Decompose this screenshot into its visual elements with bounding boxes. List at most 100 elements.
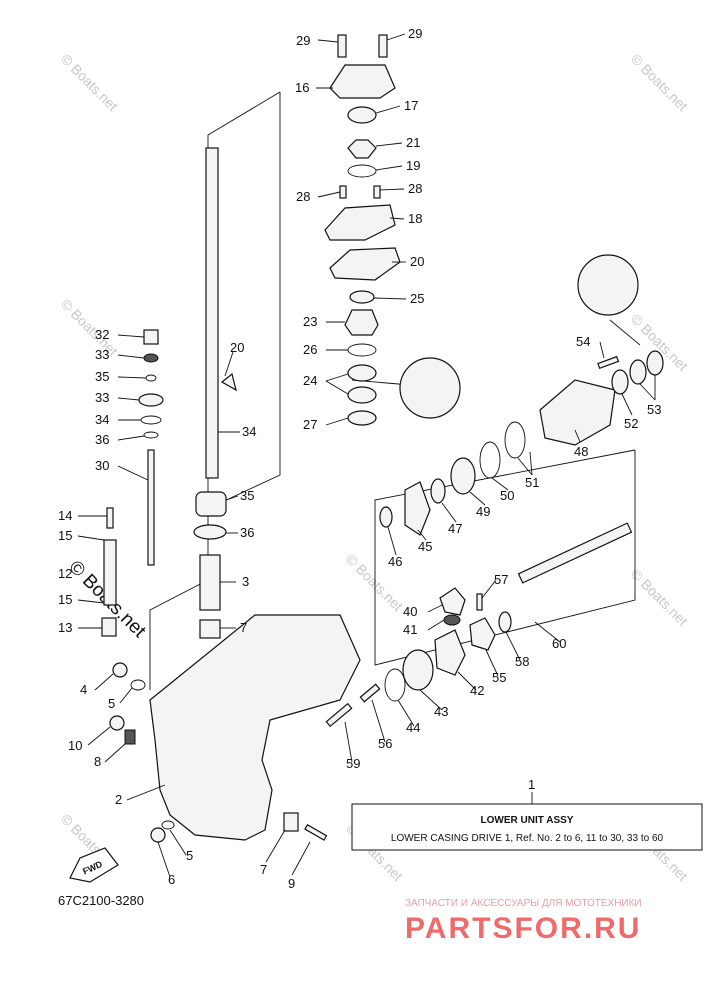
callout: 33	[95, 347, 109, 362]
callout: 14	[58, 508, 72, 523]
callout: 47	[448, 521, 462, 536]
pipe-12	[103, 539, 117, 606]
bearing-43	[402, 649, 434, 691]
callout: 29	[408, 26, 422, 41]
callout: 29	[296, 33, 310, 48]
drive-shaft	[205, 147, 219, 479]
spring-56	[359, 683, 381, 703]
fwd-arrow-icon	[69, 847, 119, 883]
nut-41	[443, 614, 461, 626]
callout: 46	[388, 554, 402, 569]
callout: 32	[95, 327, 109, 342]
plug-6	[150, 827, 166, 843]
callout: 25	[410, 291, 424, 306]
o-ring-26	[347, 343, 377, 357]
callout: 40	[403, 604, 417, 619]
gear-45	[404, 481, 431, 536]
o-ring-36	[143, 431, 159, 439]
callout: 33	[95, 390, 109, 405]
assembly-box: 1 LOWER UNIT ASSY LOWER CASING DRIVE 1, …	[351, 777, 703, 851]
bolt-9	[304, 823, 328, 841]
seal-53-b	[646, 350, 664, 376]
callout: 12	[58, 566, 72, 581]
bearing-49	[450, 457, 476, 495]
callout: 54	[576, 334, 590, 349]
callout: 5	[186, 848, 193, 863]
shift-rod-group	[101, 329, 164, 637]
shim-47	[430, 478, 446, 504]
assembly-title: LOWER UNIT ASSY	[481, 815, 574, 826]
callout: 16	[295, 80, 309, 95]
callout: 7	[240, 620, 247, 635]
bearing-52	[611, 369, 629, 395]
callout: 15	[58, 528, 72, 543]
brand-tagline: ЗАПЧАСТИ И АКСЕССУАРЫ ДЛЯ МОТОТЕХНИКИ	[405, 898, 642, 909]
callout: 43	[434, 704, 448, 719]
watermark: © Boats.net	[628, 51, 691, 114]
watermark: © Boats.net	[628, 566, 691, 629]
nut-32	[143, 353, 159, 363]
gearcase-group	[325, 254, 664, 728]
washer-5-upper	[130, 679, 146, 691]
callout: 20	[410, 254, 424, 269]
callout: 10	[68, 738, 82, 753]
assembly-ref-number: 1	[528, 777, 535, 792]
callout: 42	[470, 683, 484, 698]
assembly-box-frame	[351, 803, 703, 851]
plunger-59	[325, 702, 353, 728]
callout: 13	[58, 620, 72, 635]
callout: 34	[242, 424, 256, 439]
shim-46	[379, 506, 393, 528]
sleeve-3	[199, 554, 221, 611]
shim-44	[384, 668, 406, 702]
outer-plate	[324, 204, 396, 241]
callout: 35	[95, 369, 109, 384]
brand-block: ЗАПЧАСТИ И АКСЕССУАРЫ ДЛЯ МОТОТЕХНИКИ PA…	[405, 898, 642, 945]
fitting-13	[101, 617, 117, 637]
bushing-33	[138, 393, 164, 407]
callout: 3	[242, 574, 249, 589]
gasket-plate-20	[329, 247, 401, 281]
lower-casing	[149, 614, 361, 841]
key-21	[220, 372, 237, 392]
lower-casing-group	[109, 614, 361, 843]
diagram-code: 67C2100-3280	[58, 893, 144, 908]
gear-42	[434, 629, 466, 676]
callout: 5	[108, 696, 115, 711]
callout: 58	[515, 654, 529, 669]
washer-39	[193, 524, 227, 540]
callout: 23	[303, 314, 317, 329]
gasket-8	[124, 729, 136, 745]
callout: 35	[240, 488, 254, 503]
callout: 21	[406, 135, 420, 150]
callout: 30	[95, 458, 109, 473]
bearing-38	[195, 491, 227, 517]
callout: 4	[80, 682, 87, 697]
washer-5-lower	[161, 820, 175, 830]
callout: 6	[168, 872, 175, 887]
o-ring-34	[140, 415, 162, 425]
callout: 59	[346, 756, 360, 771]
insert-cartridge	[347, 106, 377, 124]
housing-23	[344, 309, 379, 336]
bolt-4	[112, 662, 128, 678]
callout: 2	[115, 792, 122, 807]
seal-24-lower	[347, 386, 377, 404]
leader-lines	[77, 33, 656, 878]
callout: 52	[624, 416, 638, 431]
callout: 48	[574, 444, 588, 459]
callout: 56	[378, 736, 392, 751]
seal-53-a	[629, 359, 647, 385]
pin-58	[498, 611, 512, 633]
callout: 15	[58, 592, 72, 607]
callout: 18	[408, 211, 422, 226]
callout: 49	[476, 504, 490, 519]
propeller-shaft-housing-48	[539, 379, 616, 446]
bushing-11	[199, 619, 221, 639]
callout: 9	[288, 876, 295, 891]
assembly-note: LOWER CASING DRIVE 1, Ref. No. 2 to 6, 1…	[391, 833, 664, 844]
o-ring-51	[504, 421, 526, 459]
callout: 45	[418, 539, 432, 554]
callout: 57	[494, 572, 508, 587]
pin-57	[476, 593, 483, 611]
